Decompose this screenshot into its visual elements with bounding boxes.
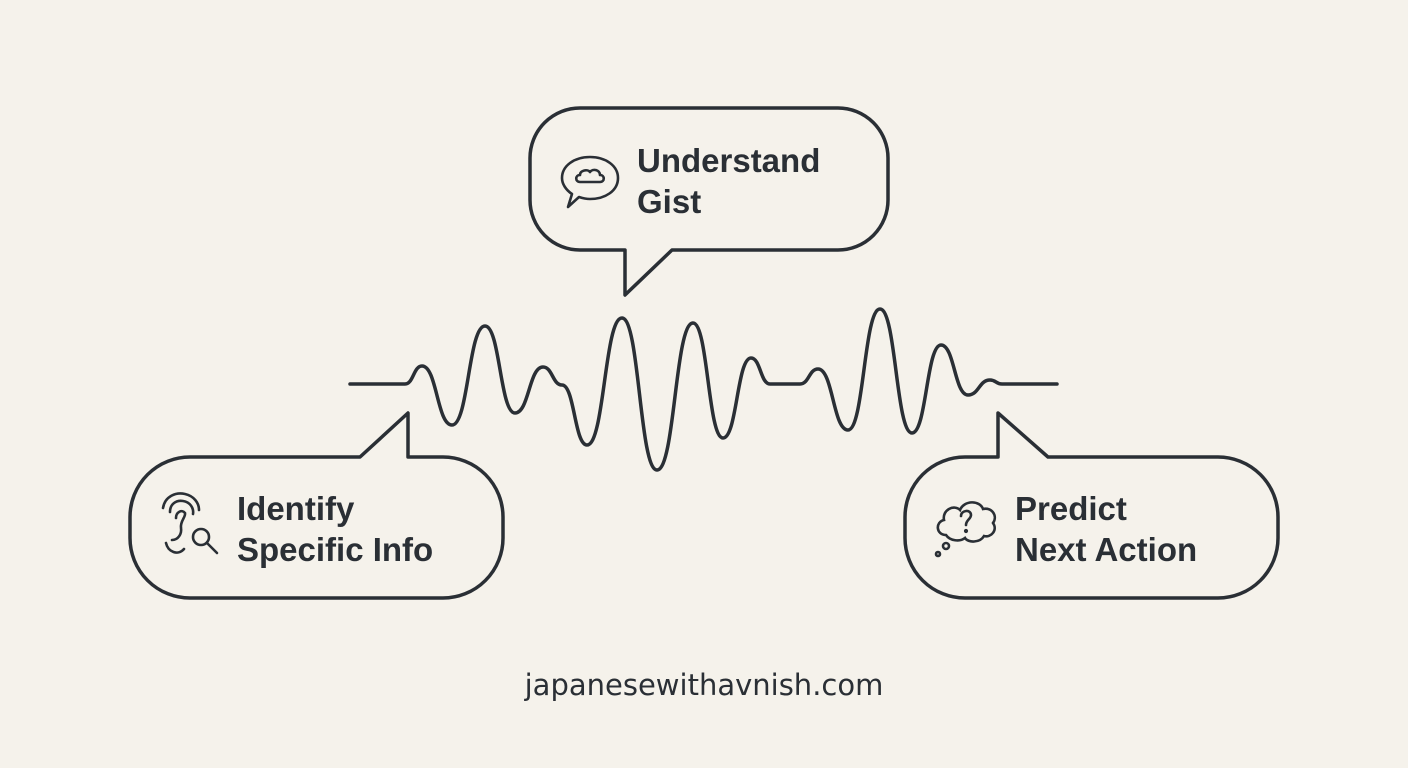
right-line1: Predict (1015, 490, 1127, 527)
top-line1: Understand (637, 142, 821, 179)
bubble-top (528, 106, 890, 297)
bubble-top-label: Understand Gist (637, 140, 820, 222)
right-line2: Next Action (1015, 531, 1198, 568)
top-line2: Gist (637, 183, 702, 220)
bubble-right-label: Predict Next Action (1015, 488, 1197, 570)
ear-magnifier-icon (161, 492, 219, 555)
sound-wave (348, 307, 1059, 472)
bubble-left (128, 411, 505, 600)
speech-bubble-cloud-icon (560, 155, 620, 209)
thought-cloud-question-icon (934, 501, 997, 558)
bubble-right (903, 411, 1280, 600)
bubble-left-label: Identify Specific Info (237, 488, 433, 570)
left-line2: Specific Info (237, 531, 434, 568)
footer-url: japanesewithavnish.com (524, 668, 884, 702)
left-line1: Identify (237, 490, 355, 527)
